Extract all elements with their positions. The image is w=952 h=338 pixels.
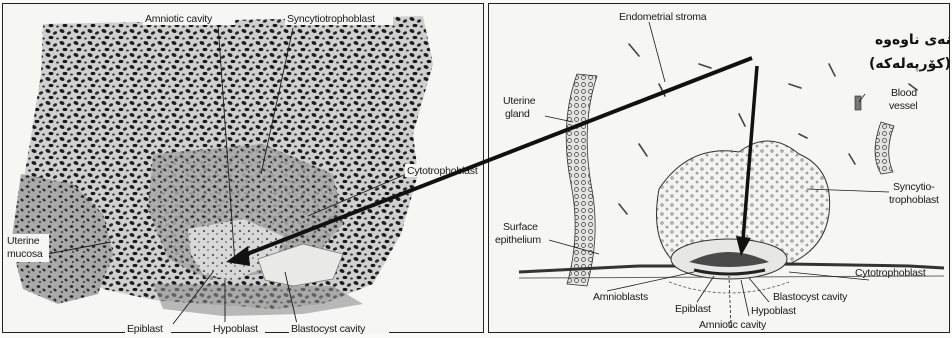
label-blood: Blood <box>891 87 917 99</box>
label-surface: Surface <box>503 221 538 233</box>
label-amnioblasts: Amnioblasts <box>593 291 648 303</box>
label-blastocyst-cavity: Blastocyst cavity <box>291 323 366 334</box>
label-endometrial-stroma: Endometrial stroma <box>619 11 707 23</box>
label-hypoblast: Hypoblast <box>213 323 258 334</box>
annotation-kurdish-line2: (کۆرپەلەکە) <box>869 56 951 72</box>
label-gland: gland <box>505 108 530 120</box>
label-epiblast: Epiblast <box>675 303 711 315</box>
label-epithelium: epithelium <box>495 234 541 246</box>
implantation-schematic: Endometrial stroma Uterine gland Blood v… <box>489 4 951 334</box>
label-mucosa: mucosa <box>7 248 43 260</box>
label-hypoblast: Hypoblast <box>751 305 796 317</box>
label-blastocyst-cavity: Blastocyst cavity <box>773 291 848 303</box>
label-epiblast: Epiblast <box>127 323 163 334</box>
label-uterine: Uterine <box>7 235 40 247</box>
label-vessel: vessel <box>889 100 918 112</box>
label-syncytio: Syncytio- <box>893 181 935 193</box>
schematic-panel: Endometrial stroma Uterine gland Blood v… <box>488 3 950 333</box>
annotation-kurdish-line1: پارچەخانەی ناوەوە <box>875 32 951 48</box>
histology-panel: Amniotic cavity Syncytiotrophoblast Cyto… <box>2 3 484 333</box>
label-cytotrophoblast: Cytotrophoblast <box>855 267 926 279</box>
histology-micrograph: Amniotic cavity Syncytiotrophoblast Cyto… <box>3 4 485 334</box>
label-uterine: Uterine <box>503 95 536 107</box>
label-cytotrophoblast: Cytotrophoblast <box>407 165 478 177</box>
label-amniotic-cavity: Amniotic cavity <box>699 319 767 331</box>
label-syncytiotrophoblast: Syncytiotrophoblast <box>287 13 375 25</box>
label-amniotic-cavity: Amniotic cavity <box>145 13 213 25</box>
label-trophoblast: trophoblast <box>889 194 939 206</box>
